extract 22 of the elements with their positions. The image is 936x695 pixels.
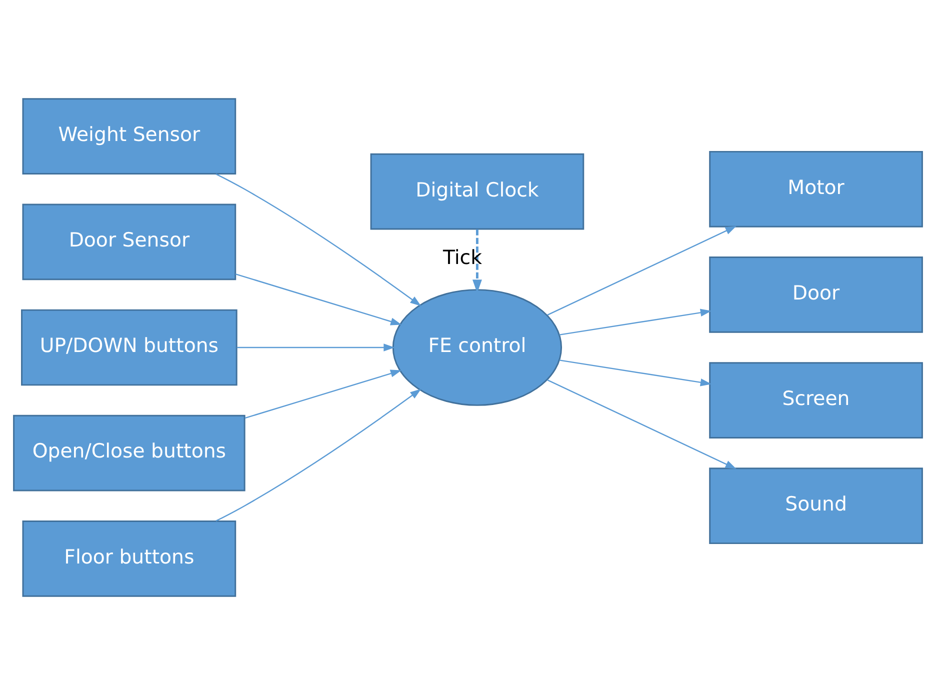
arrow <box>216 173 422 306</box>
arrow <box>559 308 712 336</box>
arrow <box>559 360 712 386</box>
arrow <box>547 226 736 316</box>
node-box: Weight Sensor <box>22 98 236 175</box>
arrow <box>236 344 395 352</box>
arrow <box>472 229 482 294</box>
edge-label: Tick <box>442 246 482 270</box>
node-box: Door Sensor <box>22 204 236 280</box>
node-ellipse: FE control <box>392 289 562 406</box>
node-box: Floor buttons <box>22 520 236 597</box>
node-box: Door <box>709 256 923 333</box>
node-box: Screen <box>709 362 923 438</box>
node-box: UP/DOWN buttons <box>21 309 238 386</box>
arrow <box>216 388 422 522</box>
arrow <box>235 273 402 326</box>
node-box: Motor <box>709 150 923 228</box>
arrow <box>244 370 402 419</box>
node-box: Open/Close buttons <box>13 414 246 492</box>
arrow <box>547 379 736 469</box>
node-box: Digital Clock <box>370 153 584 230</box>
node-box: Sound <box>709 468 923 544</box>
